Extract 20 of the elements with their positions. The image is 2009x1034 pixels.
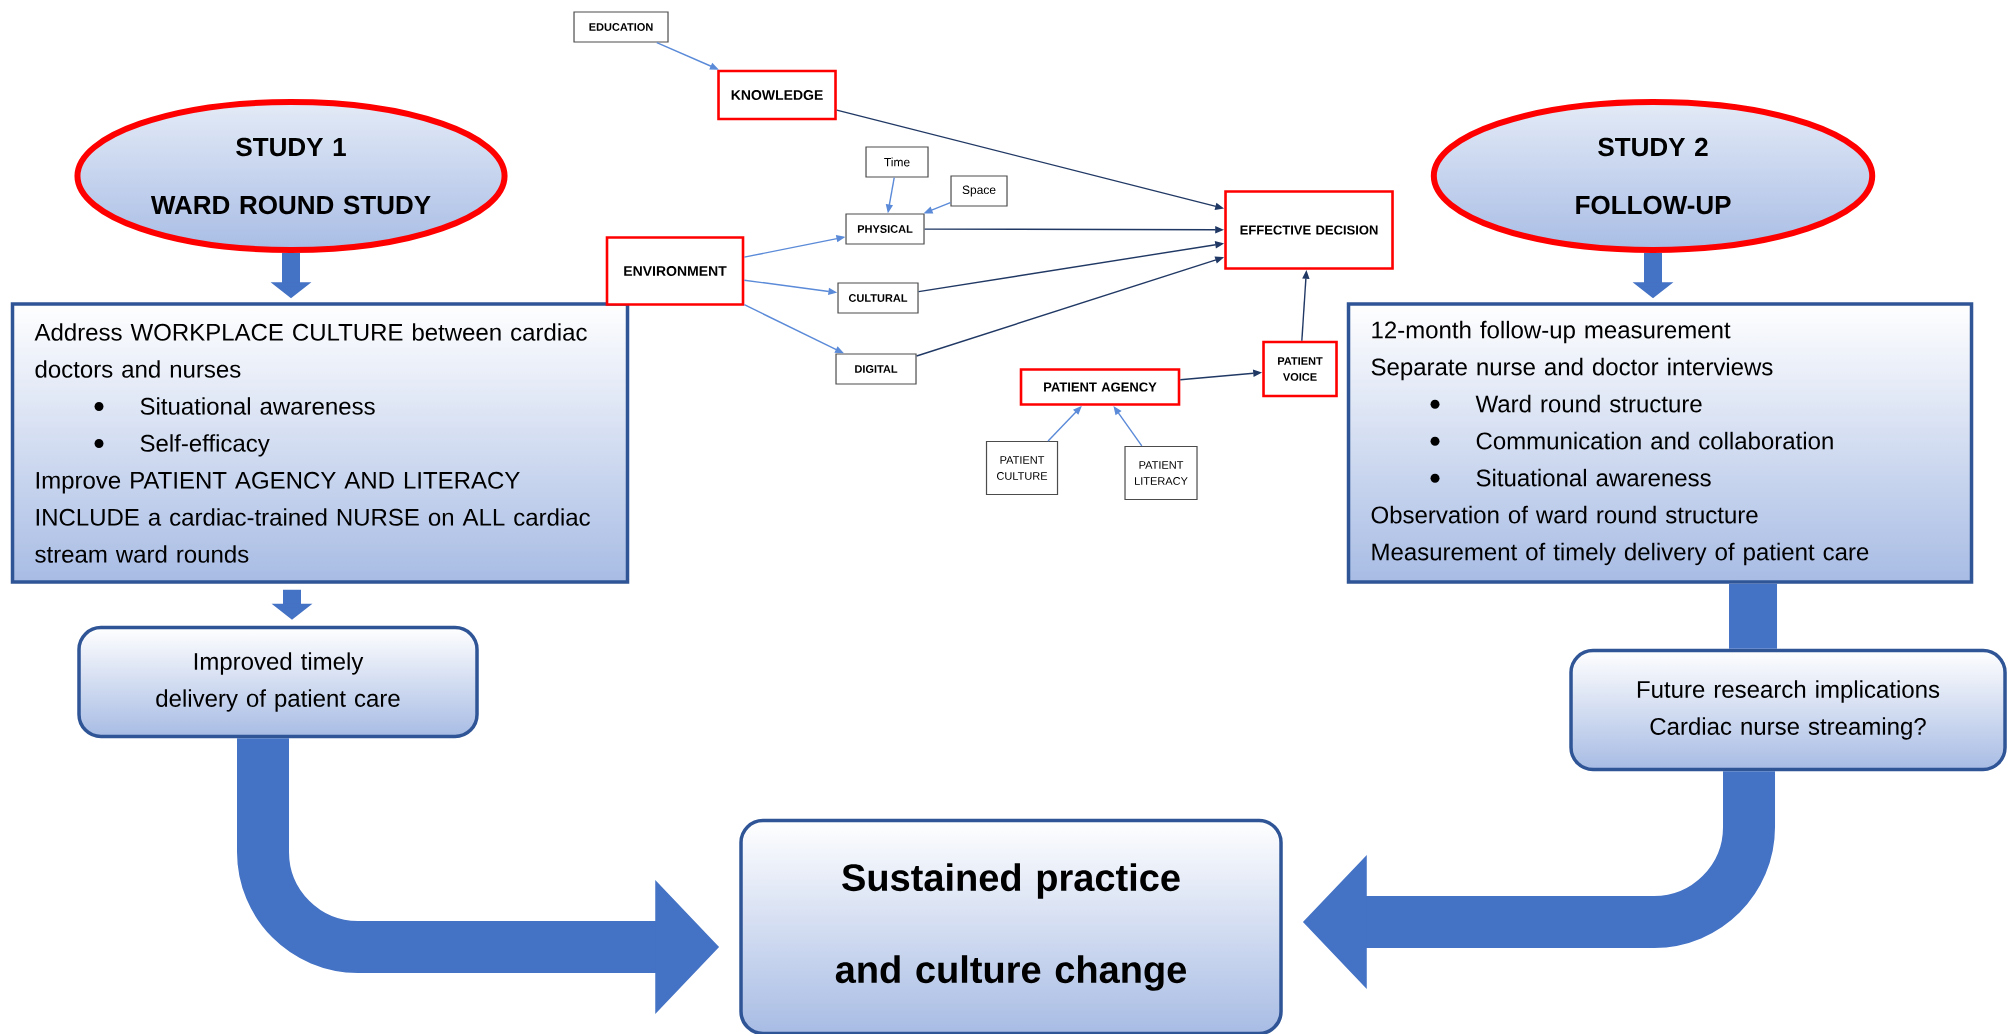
concept-box: Time bbox=[865, 146, 929, 178]
concept-box: PATIENT LITERACY bbox=[1124, 445, 1198, 501]
text-box: Address WORKPLACE CULTURE between cardiac doctors and nurses Situational awareness Self-efficacy Improve PATIENT AGENCY AND LITERACY INCLUDE a cardiac-trained NURSE on ALL cardiac stream ward rounds bbox=[10, 302, 630, 584]
concept-box: EDUCATION bbox=[573, 11, 669, 43]
outcome-box: Improved timely delivery of patient care bbox=[77, 625, 479, 739]
concept-box: Space bbox=[950, 175, 1008, 207]
concept-box: CULTURAL bbox=[837, 282, 919, 314]
concept-box: PHYSICAL bbox=[845, 213, 925, 245]
concept-box: PATIENT CULTURE bbox=[985, 440, 1059, 496]
outcome-box: Future research implications Cardiac nurse streaming? bbox=[1569, 648, 2007, 772]
concept-box: ENVIRONMENT bbox=[605, 236, 745, 306]
outcome-box: Sustained practice and culture change bbox=[739, 818, 1283, 1034]
concept-box: KNOWLEDGE bbox=[717, 69, 837, 121]
connector-bar bbox=[1729, 583, 1777, 649]
arrow bbox=[743, 304, 844, 354]
concept-box: PATIENT AGENCY bbox=[1019, 368, 1181, 406]
concept-box: EFFECTIVE DECISION bbox=[1224, 190, 1394, 270]
concept-box: DIGITAL bbox=[835, 353, 917, 385]
concept-box: PATIENT VOICE bbox=[1262, 340, 1338, 398]
text-box: 12-month follow-up measurement Separate nurse and doctor interviews Ward round structure Communication and collaboration Situational awareness Observation of ward round structure Measurement of timely delivery of patient care bbox=[1346, 302, 1974, 584]
